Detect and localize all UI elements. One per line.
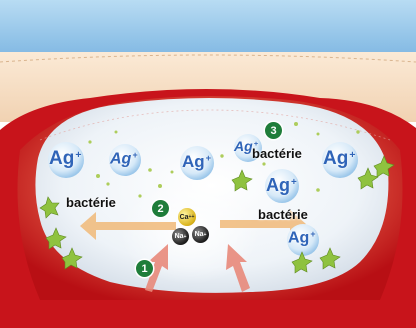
bacteria-label-left: bactérie [66, 195, 116, 210]
calcium-ion: Ca++ [178, 208, 196, 226]
silver-ion-label-1: Ag+ [49, 148, 81, 170]
bacteria-label-mid-right: bactérie [258, 207, 308, 222]
sodium-ion-1: Na+ [172, 228, 189, 245]
sodium-ion-2: Na+ [192, 226, 209, 243]
silver-ion-label-5: Ag+ [323, 148, 355, 170]
silver-ion-label-7: Ag+ [288, 229, 315, 247]
step-marker-1: 1 [136, 260, 153, 277]
bacteria-label-top-right: bactérie [252, 146, 302, 161]
step-marker-3: 3 [265, 122, 282, 139]
silver-ion-label-6: Ag+ [266, 175, 297, 196]
step-marker-2: 2 [152, 200, 169, 217]
silver-ion-label-2: Ag+ [110, 150, 137, 168]
silver-ion-label-3: Ag+ [182, 152, 211, 172]
